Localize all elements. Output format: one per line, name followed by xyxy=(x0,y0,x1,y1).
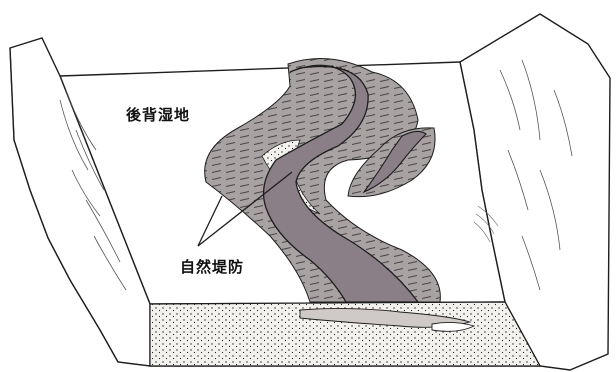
natural-levee-label: 自然堤防 xyxy=(180,256,244,277)
left-valley-wall xyxy=(10,38,150,366)
back-marsh-label: 後背湿地 xyxy=(126,104,190,125)
